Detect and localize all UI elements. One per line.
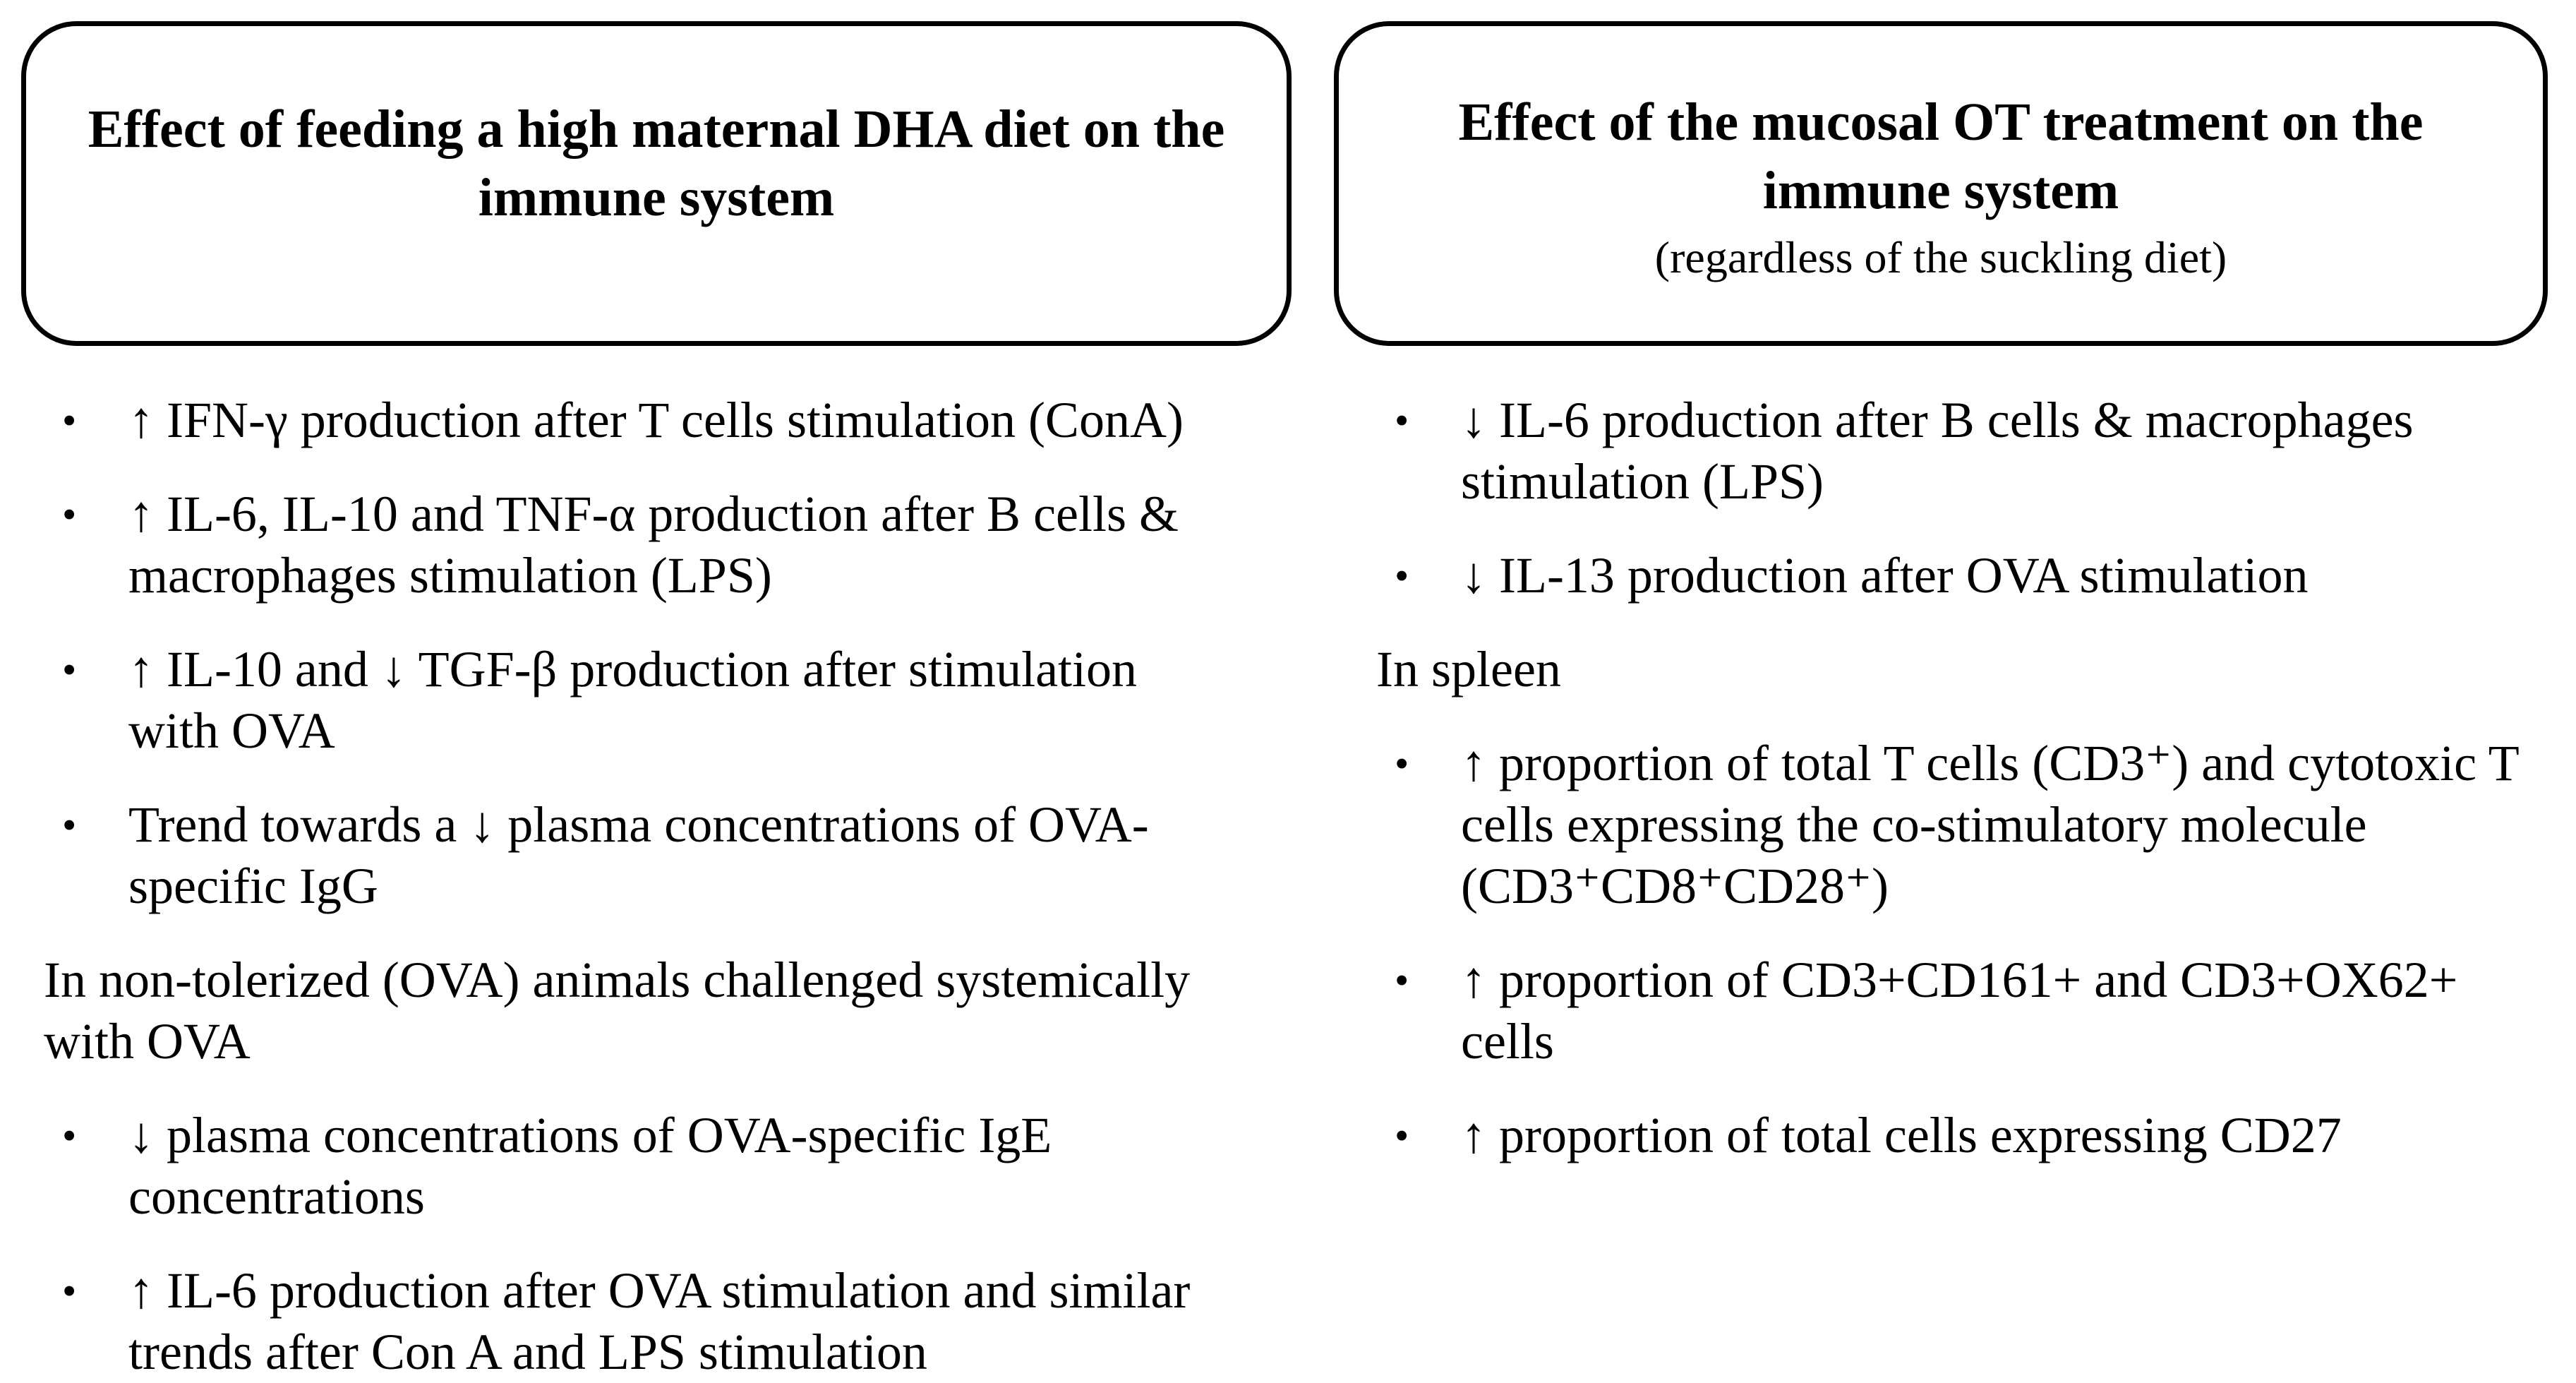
list-item: • ↑ IL-6, IL-10 and TNF-α production aft… bbox=[44, 484, 1236, 606]
bullet-marker: • bbox=[1395, 957, 1409, 1003]
list-item: • ↑ proportion of total cells expressing… bbox=[1376, 1105, 2548, 1166]
left-bullet-list: • ↑ IFN-γ production after T cells stimu… bbox=[44, 390, 1236, 1383]
list-item: • ↑ proportion of total T cells (CD3⁺) a… bbox=[1376, 733, 2548, 917]
left-panel-box: Effect of feeding a high maternal DHA di… bbox=[21, 21, 1292, 346]
list-item: • ↑ IFN-γ production after T cells stimu… bbox=[44, 390, 1236, 451]
list-item-text: ↓ IL-6 production after B cells & macrop… bbox=[1461, 392, 2414, 510]
list-item: • Trend towards a ↓ plasma concentration… bbox=[44, 794, 1236, 917]
list-item-text: ↑ IL-6 production after OVA stimulation … bbox=[128, 1262, 1191, 1380]
bullet-marker: • bbox=[1395, 553, 1409, 599]
bullet-marker: • bbox=[62, 647, 77, 693]
list-item-text: ↓ plasma concentrations of OVA-specific … bbox=[128, 1107, 1052, 1225]
right-panel-title: Effect of the mucosal OT treatment on th… bbox=[1458, 92, 2424, 220]
bullet-marker: • bbox=[1395, 397, 1409, 443]
right-bullet-list: • ↓ IL-6 production after B cells & macr… bbox=[1376, 390, 2548, 1199]
list-item-text: ↓ IL-13 production after OVA stimulation bbox=[1461, 547, 2309, 604]
list-item: • ↑ proportion of CD3+CD161+ and CD3+OX6… bbox=[1376, 950, 2548, 1072]
bullet-marker: • bbox=[62, 802, 77, 848]
list-item: • ↓ plasma concentrations of OVA-specifi… bbox=[44, 1105, 1236, 1228]
list-item: • ↓ IL-13 production after OVA stimulati… bbox=[1376, 545, 2548, 606]
list-item-text: ↑ IL-6, IL-10 and TNF-α production after… bbox=[128, 486, 1179, 604]
section-label: In non-tolerized (OVA) animals challenge… bbox=[44, 952, 1191, 1070]
list-item-text: ↑ proportion of CD3+CD161+ and CD3+OX62+… bbox=[1461, 952, 2458, 1070]
list-item: • ↓ IL-6 production after B cells & macr… bbox=[1376, 390, 2548, 513]
list-item-text: ↑ proportion of total T cells (CD3⁺) and… bbox=[1461, 735, 2519, 914]
section-label: In spleen bbox=[1376, 641, 1561, 698]
bullet-marker: • bbox=[62, 397, 77, 443]
list-item-text: ↑ IL-10 and ↓ TGF-β production after sti… bbox=[128, 641, 1138, 759]
list-item-text: Trend towards a ↓ plasma concentrations … bbox=[128, 796, 1149, 914]
bullet-marker: • bbox=[1395, 1113, 1409, 1159]
right-panel-subtitle: (regardless of the suckling diet) bbox=[1654, 232, 2227, 282]
right-panel-box: Effect of the mucosal OT treatment on th… bbox=[1334, 21, 2548, 346]
list-item: • ↑ IL-6 production after OVA stimulatio… bbox=[44, 1260, 1236, 1383]
list-item: • ↑ IL-10 and ↓ TGF-β production after s… bbox=[44, 639, 1236, 762]
bullet-marker: • bbox=[62, 1113, 77, 1159]
bullet-marker: • bbox=[62, 1268, 77, 1314]
bullet-marker: • bbox=[62, 491, 77, 537]
list-item-text: ↑ IFN-γ production after T cells stimula… bbox=[128, 392, 1184, 448]
list-item-text: ↑ proportion of total cells expressing C… bbox=[1461, 1107, 2342, 1163]
bullet-marker: • bbox=[1395, 741, 1409, 786]
left-panel-title: Effect of feeding a high maternal DHA di… bbox=[88, 100, 1225, 227]
